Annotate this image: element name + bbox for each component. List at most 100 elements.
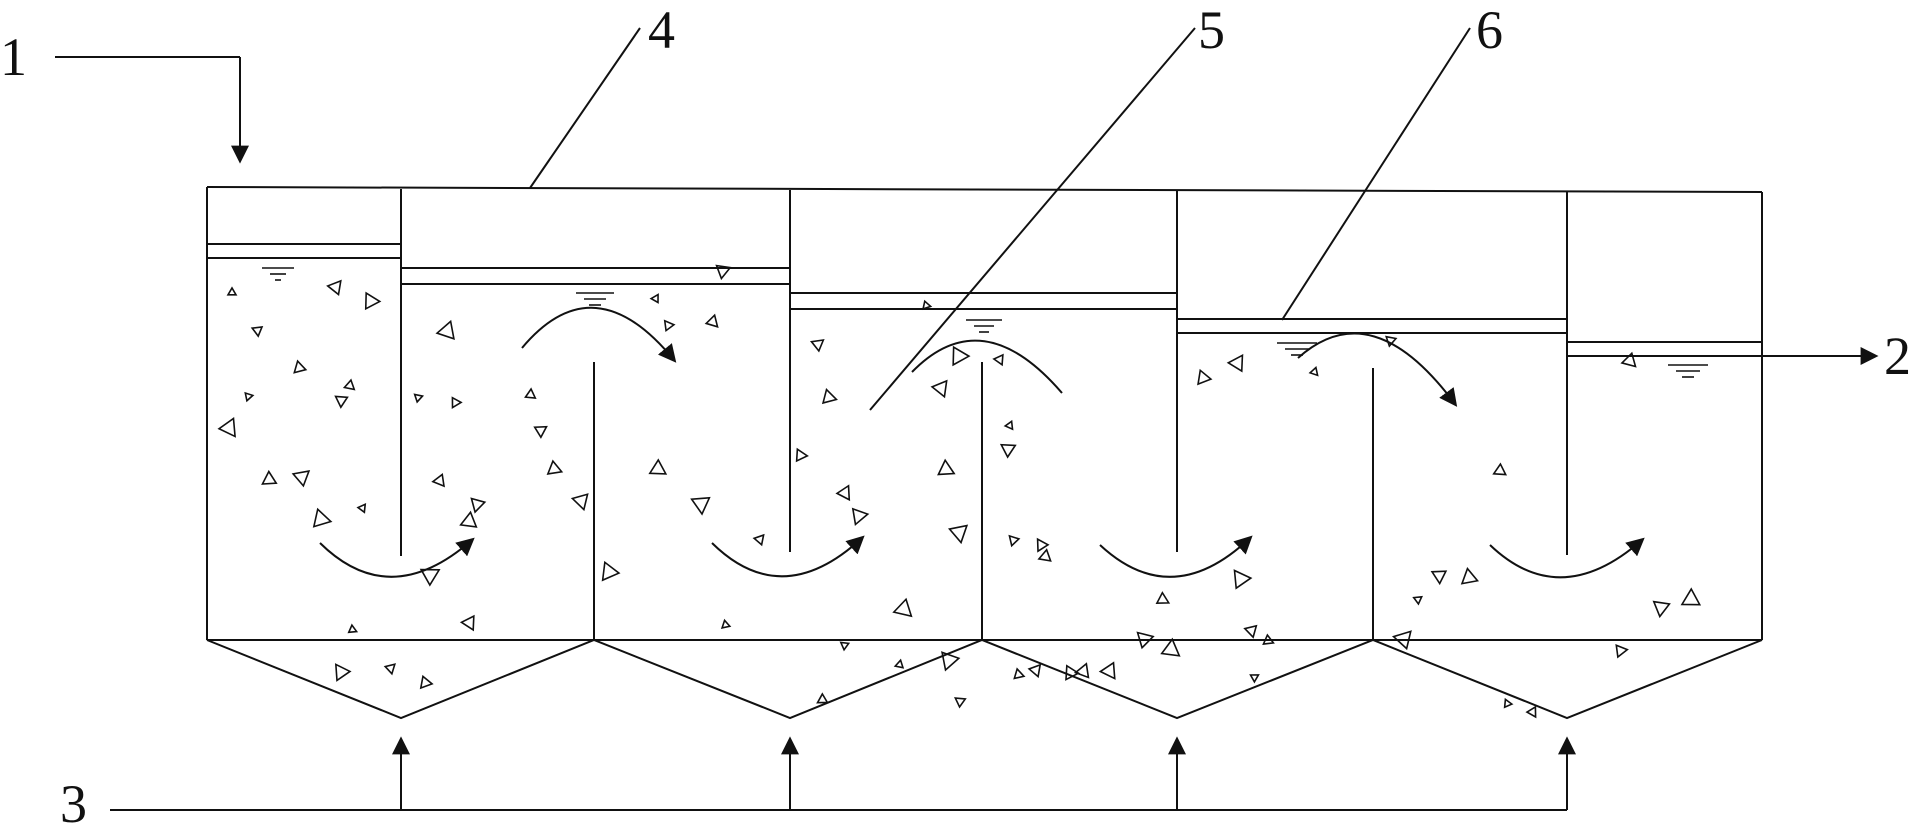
particle: [250, 326, 264, 338]
particle: [451, 396, 463, 409]
underflow-baffles: [593, 362, 1374, 640]
particle: [795, 447, 809, 463]
particle: [533, 425, 548, 439]
particle: [1391, 630, 1412, 651]
particle: [809, 339, 825, 353]
particle: [1680, 587, 1702, 606]
particle: [326, 279, 342, 297]
label-water-surface: 6: [1476, 0, 1503, 60]
particle: [383, 663, 396, 676]
particle: [952, 345, 971, 367]
particle: [1065, 664, 1081, 681]
particle: [1308, 365, 1319, 377]
particle: [892, 597, 913, 618]
particle: [1492, 462, 1508, 476]
particle: [992, 353, 1004, 367]
particle: [663, 319, 676, 333]
particle: [1160, 637, 1181, 657]
particle: [364, 291, 382, 311]
particle: [821, 388, 838, 405]
label-outlet: 2: [1884, 326, 1911, 386]
hopper-bottoms: [206, 638, 1763, 720]
particle: [941, 651, 961, 672]
particle: [1155, 591, 1171, 605]
particle: [601, 560, 621, 582]
particle: [1525, 705, 1537, 719]
label-tank: 4: [648, 0, 675, 60]
particle: [720, 618, 732, 630]
particle: [419, 674, 434, 690]
particle: [1226, 353, 1244, 373]
particle: [1652, 600, 1671, 619]
particle: [930, 379, 948, 399]
particle: [1197, 368, 1213, 386]
particle: [470, 497, 487, 514]
particle: [419, 568, 441, 587]
particle: [1430, 570, 1448, 586]
particle: [570, 493, 589, 512]
particle: [851, 507, 870, 526]
particle: [1073, 662, 1090, 679]
leader-lines: [529, 27, 1471, 411]
inlet-arrow: [55, 56, 249, 164]
water-surfaces: [207, 243, 1762, 357]
particle: [347, 623, 359, 634]
particle: [947, 524, 969, 545]
particle: [648, 458, 668, 475]
particle: [334, 663, 352, 682]
particle: [524, 387, 537, 399]
particle: [1385, 335, 1398, 348]
particle: [1037, 548, 1052, 562]
particle: [690, 496, 711, 516]
particle: [1013, 667, 1026, 680]
particle: [921, 299, 933, 311]
particle: [356, 503, 367, 514]
particle: [835, 484, 851, 502]
partition-walls: [400, 189, 1568, 556]
particle: [937, 458, 956, 476]
particle: [954, 697, 967, 709]
particle: [226, 286, 238, 296]
label-media: 5: [1198, 0, 1225, 60]
particle: [649, 293, 659, 304]
particle: [293, 359, 308, 374]
particle: [431, 472, 445, 488]
particle: [704, 313, 719, 328]
particle: [1003, 419, 1014, 431]
label-inlet: 1: [0, 27, 27, 87]
particle: [459, 614, 475, 632]
particle: [1098, 661, 1116, 680]
particle: [1027, 663, 1042, 679]
particle: [752, 533, 765, 547]
particle: [816, 692, 829, 704]
particle: [1036, 537, 1050, 553]
particle: [1615, 644, 1629, 659]
flow-arrows: [319, 306, 1645, 579]
particle: [839, 641, 851, 652]
triangle-particle-icon: [217, 264, 1702, 719]
label-air-supply: 3: [60, 774, 87, 827]
water-level-icon: [262, 267, 1708, 378]
particle: [1262, 633, 1275, 646]
particle: [1136, 631, 1155, 650]
particle: [1249, 674, 1260, 684]
particle: [893, 658, 905, 669]
particle: [291, 470, 311, 488]
particle: [342, 378, 356, 391]
particle: [1460, 566, 1480, 585]
particle: [261, 469, 278, 485]
particle: [1233, 569, 1253, 590]
particle: [217, 417, 236, 438]
particle: [715, 264, 732, 281]
particle: [546, 459, 564, 475]
particle: [312, 507, 333, 528]
particle: [999, 443, 1017, 459]
particle: [1503, 697, 1514, 709]
particle: [1243, 624, 1258, 639]
air-supply-pipe: [110, 736, 1576, 811]
particle: [413, 393, 425, 404]
particle: [334, 395, 349, 409]
particle: [435, 319, 455, 340]
